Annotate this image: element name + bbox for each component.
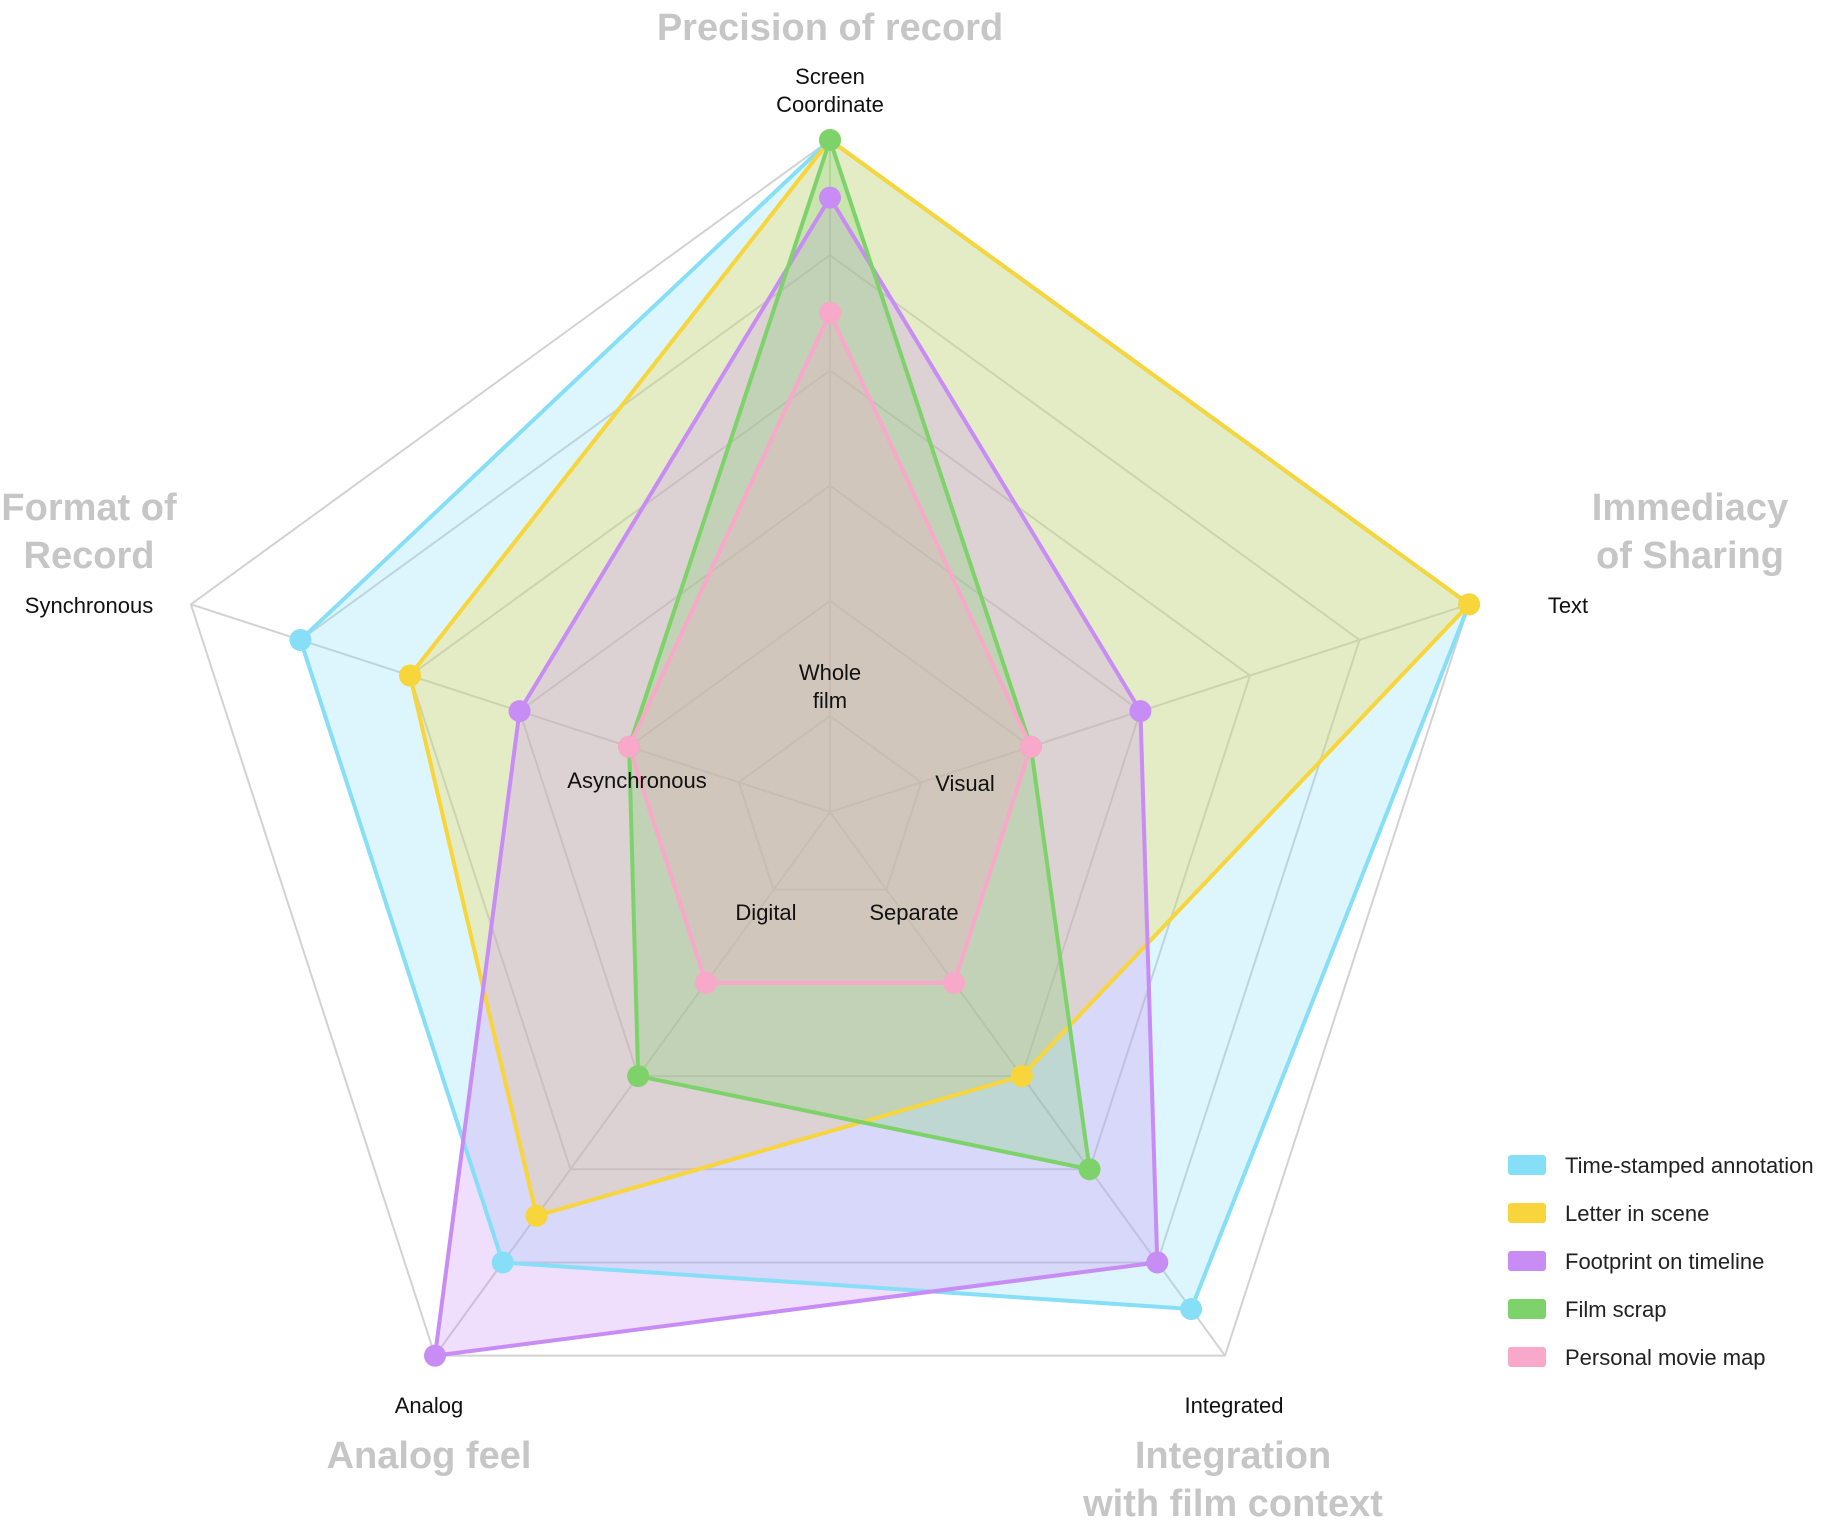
grid-ring-3: [408, 369, 1252, 1171]
grid-ring-0: [737, 714, 923, 891]
series-point-3-2: [1078, 1158, 1101, 1181]
legend-swatch-3: [1508, 1299, 1546, 1319]
series-point-3-3: [627, 1065, 650, 1088]
series-point-1-1: [1458, 593, 1481, 616]
series-area-4: [629, 312, 1031, 983]
series-line-2: [433, 195, 1160, 1358]
axis-outer-label-4: Synchronous: [25, 593, 153, 618]
axis-outer-label-1: Text: [1548, 593, 1588, 618]
axis-inner-label-4: Asynchronous: [567, 768, 706, 793]
series-point-4-1: [1019, 735, 1042, 758]
series-point-0-3: [491, 1251, 514, 1274]
legend-label-0: Time-stamped annotation: [1565, 1153, 1814, 1178]
series-point-2-1: [1129, 700, 1152, 723]
series-point-0-2: [1180, 1298, 1203, 1321]
legend-label-4: Personal movie map: [1565, 1345, 1766, 1370]
legend-label-2: Footprint on timeline: [1565, 1249, 1764, 1274]
series-line-4: [627, 310, 1033, 985]
grid-ring-4: [299, 253, 1361, 1264]
legend-swatch-0: [1508, 1155, 1546, 1175]
series-area-2: [435, 197, 1158, 1356]
series-point-2-4: [508, 700, 531, 723]
series-point-4-4: [618, 735, 641, 758]
legend-swatch-1: [1508, 1203, 1546, 1223]
series-line-3: [627, 138, 1092, 1172]
axis-inner-label-2: Separate: [869, 900, 958, 925]
series-point-1-2: [1010, 1065, 1033, 1088]
series-point-3-0: [819, 129, 841, 151]
series-area-0: [300, 140, 1470, 1310]
series-area-3: [629, 140, 1090, 1170]
series-point-2-3: [424, 1344, 447, 1367]
series-point-4-2: [943, 971, 966, 994]
axis-title-3: Analog feel: [327, 1435, 532, 1477]
legend-swatch-2: [1508, 1251, 1546, 1271]
axis-inner-label-1: Visual: [935, 771, 995, 796]
series-point-1-4: [399, 664, 422, 687]
series-point-2-2: [1146, 1251, 1169, 1274]
grid-ring-2: [518, 484, 1142, 1078]
series-line-1: [408, 138, 1472, 1218]
series-point-1-3: [525, 1204, 548, 1227]
legend-swatch-4: [1508, 1347, 1546, 1367]
series-point-2-0: [819, 186, 841, 209]
axis-outer-label-2: Integrated: [1184, 1393, 1283, 1418]
series-point-0-4: [289, 628, 312, 651]
series-point-4-3: [694, 971, 717, 994]
series-area-1: [410, 140, 1470, 1216]
legend-label-3: Film scrap: [1565, 1297, 1666, 1322]
axis-title-0: Precision of record: [657, 7, 1003, 49]
axis-inner-label-3: Digital: [735, 900, 796, 925]
series-point-4-0: [819, 301, 841, 324]
axis-outer-label-3: Analog: [395, 1393, 464, 1418]
legend-label-1: Letter in scene: [1565, 1201, 1709, 1226]
radar-series: [289, 129, 1481, 1367]
